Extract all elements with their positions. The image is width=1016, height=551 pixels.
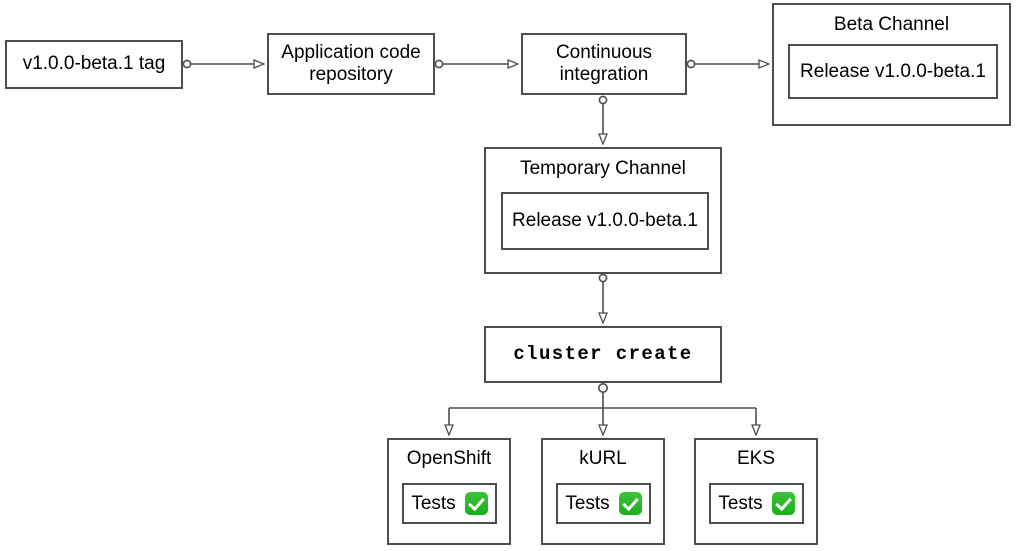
node-version-tag[interactable]: v1.0.0-beta.1 tag	[5, 40, 183, 89]
beta-channel-release-label: Release v1.0.0-beta.1	[800, 60, 986, 82]
container-target-eks-title: EKS	[736, 448, 776, 469]
check-mark-button-icon	[618, 492, 642, 515]
beta-channel-release-box[interactable]: Release v1.0.0-beta.1	[788, 44, 998, 99]
node-continuous-integration[interactable]: Continuous integration	[521, 33, 687, 95]
eks-tests-box[interactable]: Tests	[709, 483, 804, 524]
openshift-tests-box[interactable]: Tests	[402, 483, 497, 524]
edge-repo-to-ci	[434, 60, 517, 67]
node-version-tag-label: v1.0.0-beta.1 tag	[22, 53, 166, 75]
check-mark-button-icon	[771, 492, 795, 515]
container-temporary-channel[interactable]: Temporary Channel Release v1.0.0-beta.1	[484, 147, 722, 274]
check-mark-button-icon	[464, 492, 488, 515]
temporary-channel-release-label: Release v1.0.0-beta.1	[512, 210, 698, 231]
edge-temporary-channel-to-cluster-create	[599, 273, 606, 322]
kurl-tests-box[interactable]: Tests	[556, 483, 651, 524]
container-target-kurl[interactable]: kURL Tests	[541, 438, 665, 545]
node-continuous-integration-label: Continuous integration	[555, 41, 653, 85]
edge-tag-to-repo	[182, 60, 263, 67]
container-target-openshift[interactable]: OpenShift Tests	[387, 438, 511, 545]
edge-ci-to-beta-channel	[686, 60, 768, 67]
eks-tests-label: Tests	[718, 492, 763, 514]
container-beta-channel-title: Beta Channel	[833, 14, 950, 35]
container-target-kurl-title: kURL	[579, 448, 627, 469]
container-beta-channel[interactable]: Beta Channel Release v1.0.0-beta.1	[772, 3, 1011, 126]
temporary-channel-release-box[interactable]: Release v1.0.0-beta.1	[501, 192, 709, 250]
container-temporary-channel-title: Temporary Channel	[520, 158, 686, 179]
node-cluster-create-label: cluster create	[513, 343, 693, 366]
edge-cluster-create-to-targets	[449, 382, 756, 434]
node-cluster-create-command[interactable]: cluster create	[484, 326, 722, 383]
container-target-openshift-title: OpenShift	[406, 448, 492, 469]
edge-ci-to-temporary-channel	[599, 95, 606, 143]
node-application-code-repository[interactable]: Application code repository	[267, 33, 435, 95]
openshift-tests-label: Tests	[411, 492, 456, 514]
kurl-tests-label: Tests	[565, 492, 610, 514]
node-application-code-repository-label: Application code repository	[281, 41, 421, 85]
container-target-eks[interactable]: EKS Tests	[694, 438, 818, 545]
